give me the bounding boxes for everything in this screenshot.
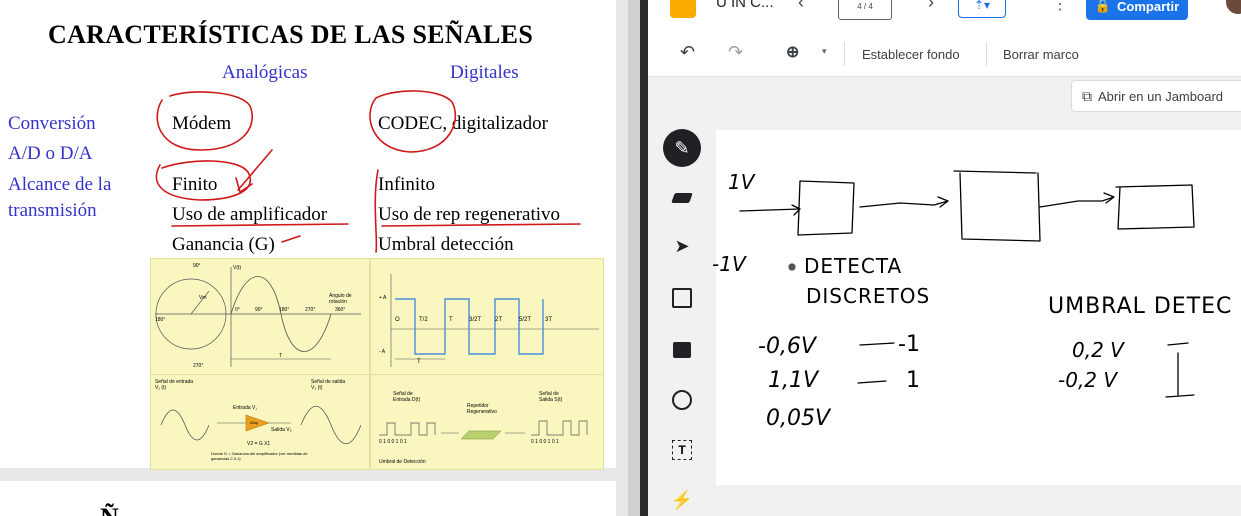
select-tool[interactable]: ➤ bbox=[662, 226, 702, 266]
cell-digital-threshold: Umbral detección bbox=[378, 234, 514, 255]
set-background-button[interactable]: Establecer fondo bbox=[862, 47, 960, 62]
slide-viewer: CARACTERÍSTICAS DE LAS SEÑALES Analógica… bbox=[0, 0, 640, 516]
cell-analog-conversion: Módem bbox=[172, 113, 232, 134]
frame-indicator[interactable]: 4 / 4 bbox=[838, 0, 892, 20]
slide-current: CARACTERÍSTICAS DE LAS SEÑALES Analógica… bbox=[0, 0, 616, 470]
hw-umbral-detec: UMBRAL DETEC bbox=[1048, 294, 1233, 319]
shape-tool[interactable] bbox=[662, 380, 702, 420]
slide-scrollbar[interactable] bbox=[628, 0, 640, 516]
open-in-jamboard-button[interactable]: ⧉ Abrir en un Jamboard bbox=[1071, 80, 1241, 112]
eraser-icon bbox=[671, 193, 693, 203]
lock-icon: 🔒 bbox=[1094, 0, 1112, 13]
cell-digital-conversion: CODEC, digitalizador bbox=[378, 113, 548, 134]
text-box-icon: T bbox=[672, 440, 692, 460]
jamboard-panel: U IN C... ‹ 4 / 4 › ⇡▾ ⋮ 🔒 Compartir ↶ ↷… bbox=[648, 0, 1241, 516]
more-menu-icon[interactable]: ⋮ bbox=[1052, 0, 1068, 13]
slide-title: CARACTERÍSTICAS DE LAS SEÑALES bbox=[48, 20, 534, 49]
sticky-note-icon bbox=[672, 288, 692, 308]
toolbar-divider bbox=[844, 42, 845, 66]
redo-icon[interactable]: ↷ bbox=[728, 42, 744, 62]
row-label-range-sub: transmisión bbox=[8, 200, 97, 221]
hw-11v-result: 1 bbox=[906, 368, 920, 393]
pen-tool[interactable]: ✎ bbox=[662, 128, 702, 168]
hw-02v: 0,2 V bbox=[1072, 338, 1124, 362]
hw-11v: 1,1V bbox=[768, 368, 819, 393]
cell-digital-range: Infinito bbox=[378, 174, 435, 195]
share-button[interactable]: 🔒 Compartir bbox=[1086, 0, 1188, 20]
zoom-dropdown-icon[interactable]: ▾ bbox=[822, 46, 827, 56]
clear-frame-button[interactable]: Borrar marco bbox=[1003, 47, 1079, 62]
laser-tool[interactable]: ⚡ bbox=[662, 480, 702, 516]
jamboard-topbar: U IN C... ‹ 4 / 4 › ⇡▾ ⋮ 🔒 Compartir bbox=[648, 0, 1241, 32]
cell-analog-gain: Ganancia (G) bbox=[172, 234, 275, 255]
hw-discretos: DISCRETOS bbox=[806, 284, 931, 308]
hw-neg-1v: -1V bbox=[712, 252, 746, 276]
upload-dropdown-icon[interactable]: ⇡▾ bbox=[958, 0, 1006, 18]
avatar[interactable] bbox=[1226, 0, 1241, 14]
ink-annotations bbox=[155, 90, 581, 253]
column-header-analog: Analógicas bbox=[222, 62, 308, 83]
hw-005v: 0,05V bbox=[766, 406, 831, 431]
undo-icon[interactable]: ↶ bbox=[680, 42, 696, 62]
document-title[interactable]: U IN C... bbox=[716, 0, 774, 11]
figure-sine-wave: 90° V(t) Vm 180° 0° 90° 180° 270° 360° Á… bbox=[150, 258, 370, 375]
sticky-note-tool[interactable] bbox=[662, 278, 702, 318]
jamboard-logo-icon bbox=[670, 0, 696, 18]
jamboard-toolbar: ↶ ↷ ⊕ ▾ Establecer fondo Borrar marco bbox=[648, 32, 1241, 77]
next-frame-icon[interactable]: › bbox=[928, 0, 934, 12]
row-label-range: Alcance de la bbox=[8, 174, 112, 195]
laser-icon: ⚡ bbox=[670, 489, 694, 510]
side-toolbar: ✎ ➤ T ⚡ bbox=[648, 118, 716, 516]
cell-analog-range: Finito bbox=[172, 174, 218, 195]
hw-detecta: DETECTA bbox=[804, 254, 903, 278]
pen-icon: ✎ bbox=[663, 129, 701, 167]
frame-indicator-text: 4 / 4 bbox=[857, 1, 873, 11]
row-label-conversion: Conversión bbox=[8, 113, 96, 134]
share-button-label: Compartir bbox=[1117, 0, 1180, 14]
figure-amplifier: Señal de entrada V₁ (t) Señal de salida … bbox=[150, 374, 370, 470]
cursor-icon: ➤ bbox=[674, 235, 690, 256]
hw-minus-06v-result: -1 bbox=[898, 332, 920, 357]
image-tool[interactable] bbox=[662, 330, 702, 370]
figure-repeater: Señal de Entrada D(t) Repetidor Regenera… bbox=[370, 374, 604, 470]
column-header-digital: Digitales bbox=[450, 62, 519, 83]
cell-digital-repeater: Uso de rep regenerativo bbox=[378, 204, 561, 225]
handwriting-layer bbox=[739, 170, 1195, 398]
cell-analog-amplifier: Uso de amplificador bbox=[172, 204, 328, 225]
toolbar-divider bbox=[986, 42, 987, 66]
hw-minus-02v: -0,2 V bbox=[1058, 368, 1118, 392]
open-external-icon: ⧉ bbox=[1082, 87, 1092, 104]
jam-canvas[interactable] bbox=[716, 130, 1241, 485]
image-icon bbox=[673, 342, 691, 358]
eraser-tool[interactable] bbox=[662, 178, 702, 218]
split-divider[interactable] bbox=[640, 0, 648, 516]
hw-minus-06v: -0,6V bbox=[758, 334, 816, 359]
row-label-conversion-sub: A/D o D/A bbox=[8, 143, 93, 164]
next-slide-title-fragment: Ñ bbox=[100, 503, 119, 516]
prev-frame-icon[interactable]: ‹ bbox=[798, 0, 804, 12]
zoom-icon[interactable]: ⊕ bbox=[786, 44, 800, 61]
slide-next[interactable]: Ñ bbox=[0, 481, 616, 516]
open-in-jamboard-label: Abrir en un Jamboard bbox=[1098, 88, 1224, 104]
hw-1v: 1V bbox=[728, 170, 755, 194]
circle-icon bbox=[672, 390, 692, 410]
text-box-tool[interactable]: T bbox=[662, 430, 702, 470]
figure-square-wave: + A - A O T/2 T 3/2T 2T 5/2T 3T T bbox=[370, 258, 604, 375]
